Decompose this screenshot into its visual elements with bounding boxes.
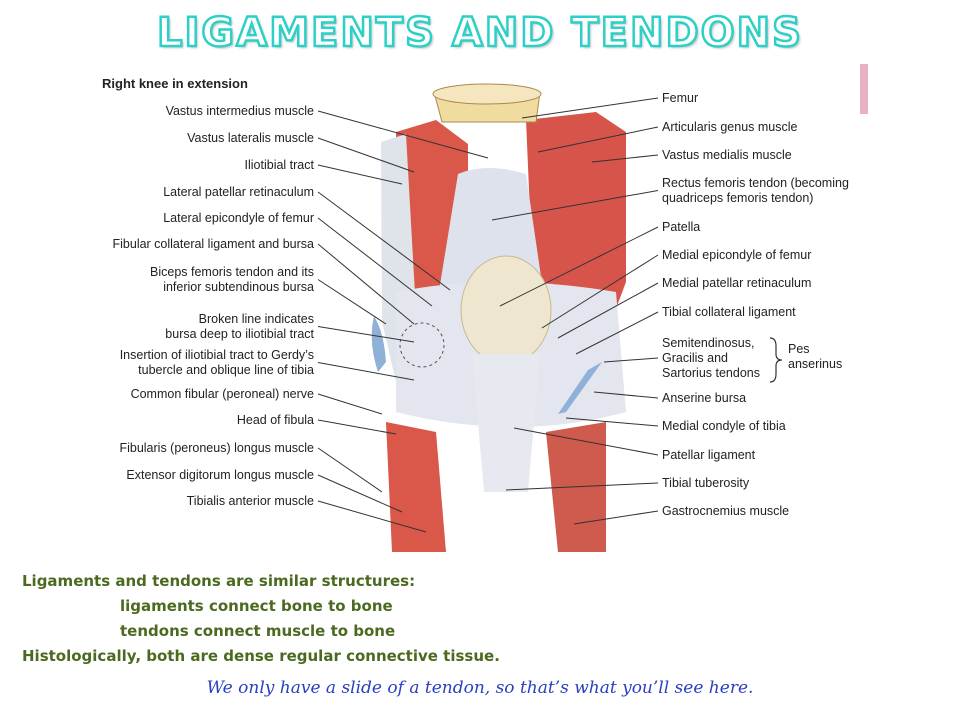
- left-leader-line-4: [317, 191, 451, 291]
- left-label-8-line-1: Broken line indicates: [199, 312, 314, 326]
- knee-illustration: [371, 83, 626, 552]
- right-label-5: Patella: [662, 220, 700, 234]
- left-label-7-line-2: inferior subtendinous bursa: [163, 280, 314, 294]
- left-leader-line-14: [317, 500, 427, 533]
- right-label-9-line-3: Sartorius tendons: [662, 366, 760, 380]
- left-label-10: Common fibular (peroneal) nerve: [131, 387, 314, 401]
- left-leader-line-11: [317, 419, 397, 435]
- right-leader-line-5: [499, 226, 659, 307]
- right-label-11: Medial condyle of tibia: [662, 419, 786, 433]
- right-label-1: Femur: [662, 91, 698, 105]
- left-label-1: Vastus intermedius muscle: [166, 104, 314, 118]
- left-label-6: Fibular collateral ligament and bursa: [113, 237, 315, 251]
- left-leader-line-8: [317, 326, 415, 343]
- right-label-6: Medial epicondyle of femur: [662, 248, 811, 262]
- right-label-12: Patellar ligament: [662, 448, 756, 462]
- right-leader-line-6: [541, 254, 659, 329]
- right-label-3: Vastus medialis muscle: [662, 148, 792, 162]
- right-label-13: Tibial tuberosity: [662, 476, 750, 490]
- left-leader-line-3: [317, 164, 403, 185]
- left-label-8-line-2: bursa deep to iliotibial tract: [165, 327, 314, 341]
- pes-label-line-1: Pes: [788, 342, 810, 356]
- left-label-3: Iliotibial tract: [245, 158, 315, 172]
- right-leader-line-3: [591, 154, 659, 163]
- left-leader-line-9: [317, 362, 415, 381]
- left-leader-line-10: [317, 393, 383, 415]
- anserine-bursa-shape: [558, 362, 602, 414]
- left-label-5: Lateral epicondyle of femur: [163, 211, 314, 225]
- left-label-9-line-2: tubercle and oblique line of tibia: [138, 363, 314, 377]
- pes-label-line-2: anserinus: [788, 357, 842, 371]
- right-label-8: Tibial collateral ligament: [662, 305, 796, 319]
- left-leader-line-6: [317, 243, 415, 325]
- slide-title: LIGAMENTS AND TENDONS: [156, 9, 803, 58]
- body-text: Ligaments and tendons are similar struct…: [22, 569, 500, 669]
- right-label-4-line-1: Rectus femoris tendon (becoming: [662, 176, 849, 190]
- right-leader-line-9: [603, 357, 659, 363]
- slide-note: We only have a slide of a tendon, so tha…: [206, 678, 754, 698]
- left-label-12: Fibularis (peroneus) longus muscle: [119, 441, 314, 455]
- figure-title: Right knee in extension: [102, 76, 248, 91]
- knee-anatomy-figure: Right knee in extension: [96, 62, 872, 554]
- right-label-7: Medial patellar retinaculum: [662, 276, 811, 290]
- body-line-3: tendons connect muscle to bone: [120, 622, 396, 640]
- right-leader-line-7: [557, 282, 659, 339]
- pes-anserinus-brace: [769, 337, 783, 383]
- right-label-14: Gastrocnemius muscle: [662, 504, 789, 518]
- left-label-9-line-1: Insertion of iliotibial tract to Gerdy’s: [120, 348, 314, 362]
- right-label-9-line-1: Semitendinosus,: [662, 336, 754, 350]
- left-leader-line-7: [317, 279, 387, 325]
- left-label-11: Head of fibula: [237, 413, 314, 427]
- left-label-14: Tibialis anterior muscle: [187, 494, 314, 508]
- right-leader-line-8: [575, 311, 659, 355]
- lateral-bursa-shape: [371, 316, 386, 372]
- left-label-4: Lateral patellar retinaculum: [163, 185, 314, 199]
- left-leader-line-13: [317, 474, 403, 513]
- patellar-ligament-shape: [472, 354, 540, 492]
- right-label-9-line-2: Gracilis and: [662, 351, 728, 365]
- left-leader-line-12: [317, 447, 383, 493]
- right-label-4-line-2: quadriceps femoris tendon): [662, 191, 813, 205]
- body-line-2: ligaments connect bone to bone: [120, 597, 393, 615]
- left-label-2: Vastus lateralis muscle: [187, 131, 314, 145]
- right-leader-line-13: [505, 482, 659, 491]
- body-line-4: Histologically, both are dense regular c…: [22, 647, 500, 665]
- tibialis-anterior-shape: [386, 422, 446, 552]
- left-leader-line-1: [317, 110, 489, 159]
- right-leader-line-12: [513, 427, 659, 456]
- right-leader-line-1: [521, 97, 659, 119]
- right-leader-line-4: [491, 190, 659, 221]
- left-leader-line-5: [317, 217, 433, 307]
- right-label-2: Articularis genus muscle: [662, 120, 798, 134]
- patella-shape: [460, 255, 552, 365]
- right-leader-line-2: [537, 126, 659, 153]
- left-leader-line-2: [317, 137, 415, 173]
- decorative-bar: [860, 64, 868, 114]
- body-line-1: Ligaments and tendons are similar struct…: [22, 572, 416, 590]
- left-label-13: Extensor digitorum longus muscle: [126, 468, 314, 482]
- right-label-10: Anserine bursa: [662, 391, 746, 405]
- right-leader-line-14: [573, 510, 659, 525]
- right-leader-line-11: [565, 417, 659, 427]
- right-leader-line-10: [593, 391, 659, 399]
- left-label-7-line-1: Biceps femoris tendon and its: [150, 265, 314, 279]
